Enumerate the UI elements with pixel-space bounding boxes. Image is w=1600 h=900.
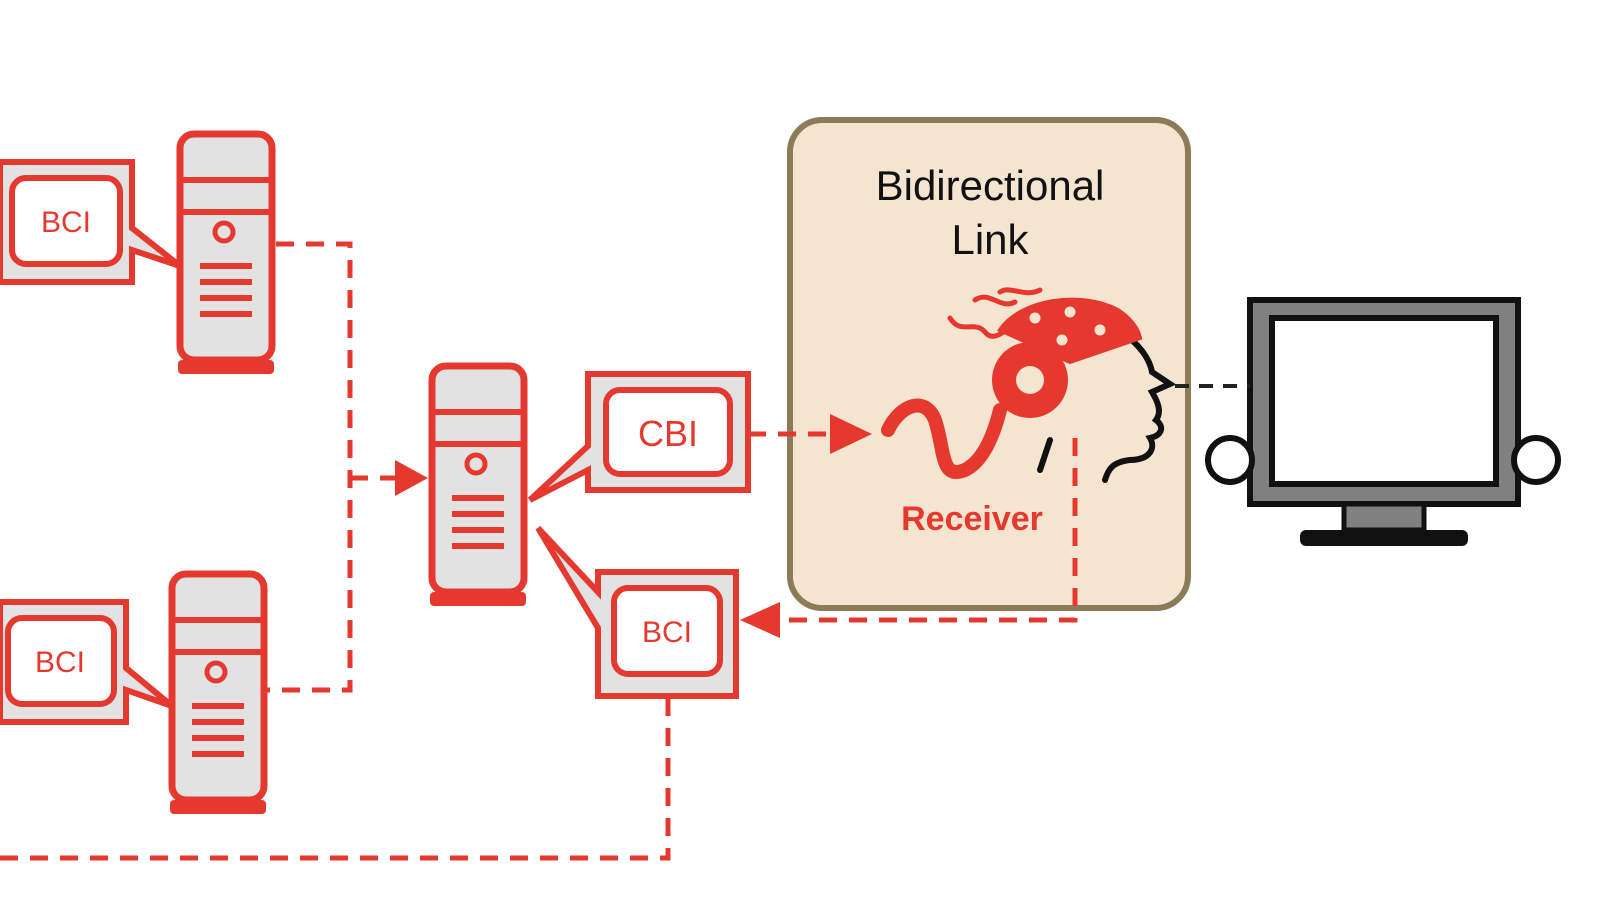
callout-bci-center: BCI bbox=[535, 525, 739, 699]
monitor-icon bbox=[1205, 297, 1561, 546]
arrow-receiver-to-bci bbox=[740, 602, 780, 638]
arrow-to-center-tower bbox=[395, 460, 428, 496]
eeg-head-icon bbox=[881, 287, 1177, 483]
label-bci-top-left: BCI bbox=[41, 206, 91, 239]
arrow-cbi-to-receiver bbox=[830, 414, 872, 454]
computer-tower-icon bbox=[428, 362, 528, 606]
link-receiver-to-bci bbox=[780, 438, 1078, 623]
link-left-towers bbox=[260, 241, 353, 693]
computer-tower-icon bbox=[176, 130, 276, 374]
bidirectional-link-panel: Bidirectional Link Receiver bbox=[787, 117, 1191, 611]
link-bci-bottom-loop bbox=[0, 698, 671, 861]
callout-bci-top-left: BCI bbox=[0, 159, 182, 285]
panel-title-line1: Bidirectional bbox=[876, 162, 1105, 209]
label-bci-center: BCI bbox=[642, 616, 692, 649]
label-cbi: CBI bbox=[638, 413, 698, 454]
callout-bci-bottom-left: BCI bbox=[0, 599, 174, 725]
label-bci-bottom-left: BCI bbox=[35, 646, 85, 679]
callout-cbi: CBI bbox=[527, 371, 751, 503]
panel-title-line2: Link bbox=[951, 216, 1029, 263]
computer-tower-icon bbox=[168, 570, 268, 814]
receiver-label: Receiver bbox=[901, 500, 1043, 538]
